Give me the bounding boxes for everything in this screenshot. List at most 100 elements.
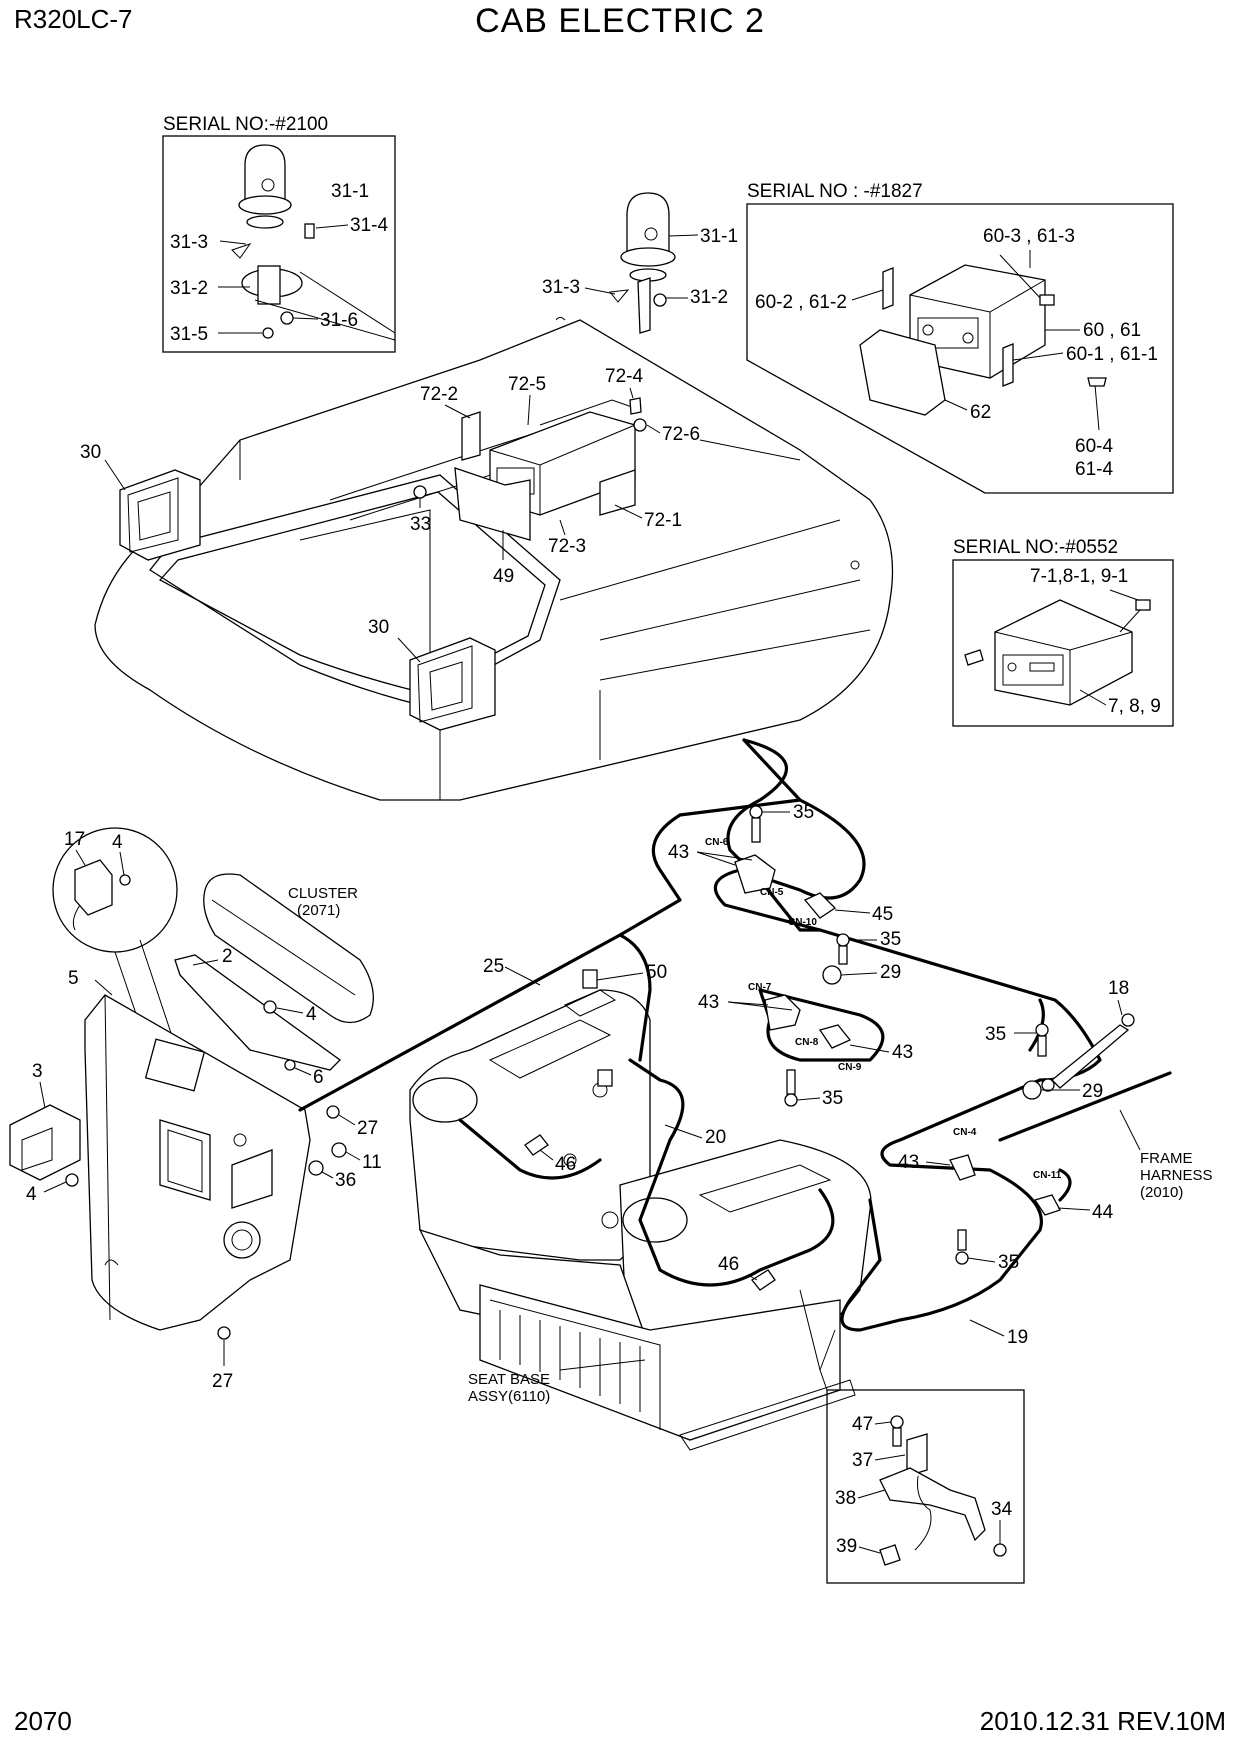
switch-bracket-icon bbox=[879, 1467, 986, 1542]
connector-cn4: CN-4 bbox=[953, 1127, 977, 1138]
callout-49: 49 bbox=[493, 566, 514, 587]
radio-inset: SERIAL NO : -#1827 60-3 , 61-3 60-2 , 61… bbox=[746, 181, 1174, 494]
callout-31-5: 31-5 bbox=[170, 324, 208, 345]
beacon-inset-frame bbox=[162, 135, 396, 353]
callout-31-6: 31-6 bbox=[320, 310, 358, 331]
cup-holder-right bbox=[622, 1197, 688, 1243]
callout-5: 5 bbox=[68, 968, 79, 989]
page-number: 2070 bbox=[14, 1706, 72, 1736]
cab-roof-outline bbox=[94, 319, 894, 801]
beacon-inset: SERIAL NO:-#2100 31-1 31-3 31-4 31-2 31-… bbox=[162, 114, 396, 353]
callout-60: 60 , 61 bbox=[1083, 320, 1141, 341]
callout-31-3: 31-3 bbox=[542, 277, 580, 298]
connector-group-lower: CN-4 CN-11 bbox=[949, 1127, 1062, 1265]
frame-harness-ref-line3: (2010) bbox=[1140, 1184, 1183, 1201]
callout-35-top: 35 bbox=[793, 802, 814, 823]
callout-34: 34 bbox=[991, 1499, 1013, 1520]
callout-31-3-inset: 31-3 bbox=[170, 232, 208, 253]
beacon-bracket bbox=[257, 265, 281, 305]
callout-4-bracket: 4 bbox=[26, 1184, 37, 1205]
cluster-housing-icon bbox=[203, 873, 374, 1024]
callout-33: 33 bbox=[410, 514, 431, 535]
callout-18: 18 bbox=[1108, 978, 1129, 999]
callout-38: 38 bbox=[835, 1488, 856, 1509]
cluster-ref-line2: (2071) bbox=[297, 902, 340, 919]
callout-31-1-inset: 31-1 bbox=[331, 181, 369, 202]
connector-cn11: CN-11 bbox=[1033, 1170, 1062, 1181]
connector-cn6: CN-6 bbox=[705, 837, 729, 848]
relay-icon bbox=[74, 859, 113, 916]
callout-4-cluster: 4 bbox=[306, 1004, 317, 1025]
callout-27-lower: 27 bbox=[212, 1371, 233, 1392]
console-relay-icon bbox=[144, 1038, 206, 1092]
clip-29-upper-icon bbox=[822, 965, 842, 985]
callout-29-lower: 29 bbox=[1082, 1081, 1103, 1102]
callout-17: 17 bbox=[64, 829, 85, 850]
callout-37: 37 bbox=[852, 1450, 873, 1471]
callout-35-upper: 35 bbox=[880, 929, 901, 950]
callout-72-2: 72-2 bbox=[420, 384, 458, 405]
connector-group-middle: CN-7 CN-8 CN-9 bbox=[748, 982, 862, 1107]
grommet-36-icon bbox=[308, 1160, 324, 1176]
seat-switch-inset-frame bbox=[826, 1389, 1025, 1584]
callout-11: 11 bbox=[362, 1152, 382, 1173]
callout-36: 36 bbox=[335, 1170, 356, 1191]
callout-50: 50 bbox=[646, 962, 667, 983]
callout-72-4: 72-4 bbox=[605, 366, 643, 387]
callout-72-3: 72-3 bbox=[548, 536, 586, 557]
callout-6: 6 bbox=[313, 1067, 324, 1088]
cab-roof-assembly: 31-1 31-3 31-2 72-2 72-5 72-4 72-6 72-1 … bbox=[80, 192, 894, 801]
callout-19: 19 bbox=[1007, 1327, 1028, 1348]
beacon-inset-serial: SERIAL NO:-#2100 bbox=[163, 114, 328, 135]
callout-60-1: 60-1 , 61-1 bbox=[1066, 344, 1158, 365]
roof-window-frame bbox=[149, 474, 561, 706]
connector-cn5: CN-5 bbox=[760, 887, 784, 898]
connector-group-upper: CN-6 CN-5 CN-10 bbox=[705, 805, 850, 965]
callout-43-lower: 43 bbox=[898, 1152, 919, 1173]
callout-25: 25 bbox=[483, 956, 504, 977]
callout-30-left: 30 bbox=[80, 442, 101, 463]
callout-39: 39 bbox=[836, 1536, 857, 1557]
callout-43-top: 43 bbox=[668, 842, 689, 863]
connector-cn8: CN-8 bbox=[795, 1037, 819, 1048]
player-inset: SERIAL NO:-#0552 7-1,8-1, 9-1 7, 8, 9 bbox=[952, 537, 1174, 727]
model-code: R320LC-7 bbox=[14, 4, 133, 34]
callout-46-left: 46 bbox=[555, 1154, 576, 1175]
work-lamp-right-icon bbox=[409, 637, 496, 731]
seat-base-ref-line1: SEAT BASE bbox=[468, 1371, 550, 1388]
callout-30-right: 30 bbox=[368, 617, 389, 638]
callout-31-2-inset: 31-2 bbox=[170, 278, 208, 299]
seat-console-assembly: SEAT BASE ASSY(6110) 46 46 bbox=[409, 989, 872, 1451]
revision-date: 2010.12.31 REV.10M bbox=[979, 1706, 1226, 1736]
callout-20: 20 bbox=[705, 1127, 726, 1148]
callout-44: 44 bbox=[1092, 1202, 1114, 1223]
callout-31-4: 31-4 bbox=[350, 215, 388, 236]
callout-60-4: 60-4 bbox=[1075, 436, 1113, 457]
beacon-lamp-small-icon bbox=[238, 144, 292, 229]
callout-61-4: 61-4 bbox=[1075, 459, 1113, 480]
callout-3: 3 bbox=[32, 1061, 43, 1082]
beacon-lamp-icon bbox=[620, 192, 676, 282]
harness-connector-50 bbox=[582, 969, 598, 989]
callout-7-1: 7-1,8-1, 9-1 bbox=[1030, 566, 1128, 587]
callout-72-5: 72-5 bbox=[508, 374, 546, 395]
stereo-bracket-49 bbox=[454, 467, 531, 541]
callout-27-upper: 27 bbox=[357, 1118, 378, 1139]
frame-harness-ref-line2: HARNESS bbox=[1140, 1167, 1213, 1184]
callout-2: 2 bbox=[222, 946, 233, 967]
console-left-assembly: 17 4 CLUSTER (2071) 2 4 6 bbox=[9, 827, 382, 1392]
radio-inset-frame bbox=[746, 203, 1174, 494]
wiring-harness: CN-6 CN-5 CN-10 CN-7 CN-8 CN-9 CN- bbox=[298, 738, 1213, 1348]
battery-cable-18-icon bbox=[1051, 1024, 1130, 1089]
page-title: CAB ELECTRIC 2 bbox=[475, 2, 765, 40]
callout-29-upper: 29 bbox=[880, 962, 901, 983]
seat-switch-icon bbox=[906, 1433, 928, 1477]
bolt-27-upper-icon bbox=[326, 1105, 340, 1119]
seat-base-ref-line2: ASSY(6110) bbox=[468, 1388, 550, 1405]
frame-harness-ref-line1: FRAME bbox=[1140, 1150, 1193, 1167]
cluster-ref-line1: CLUSTER bbox=[288, 885, 358, 902]
bolt-27-lower-icon bbox=[217, 1326, 231, 1340]
callout-45: 45 bbox=[872, 904, 893, 925]
